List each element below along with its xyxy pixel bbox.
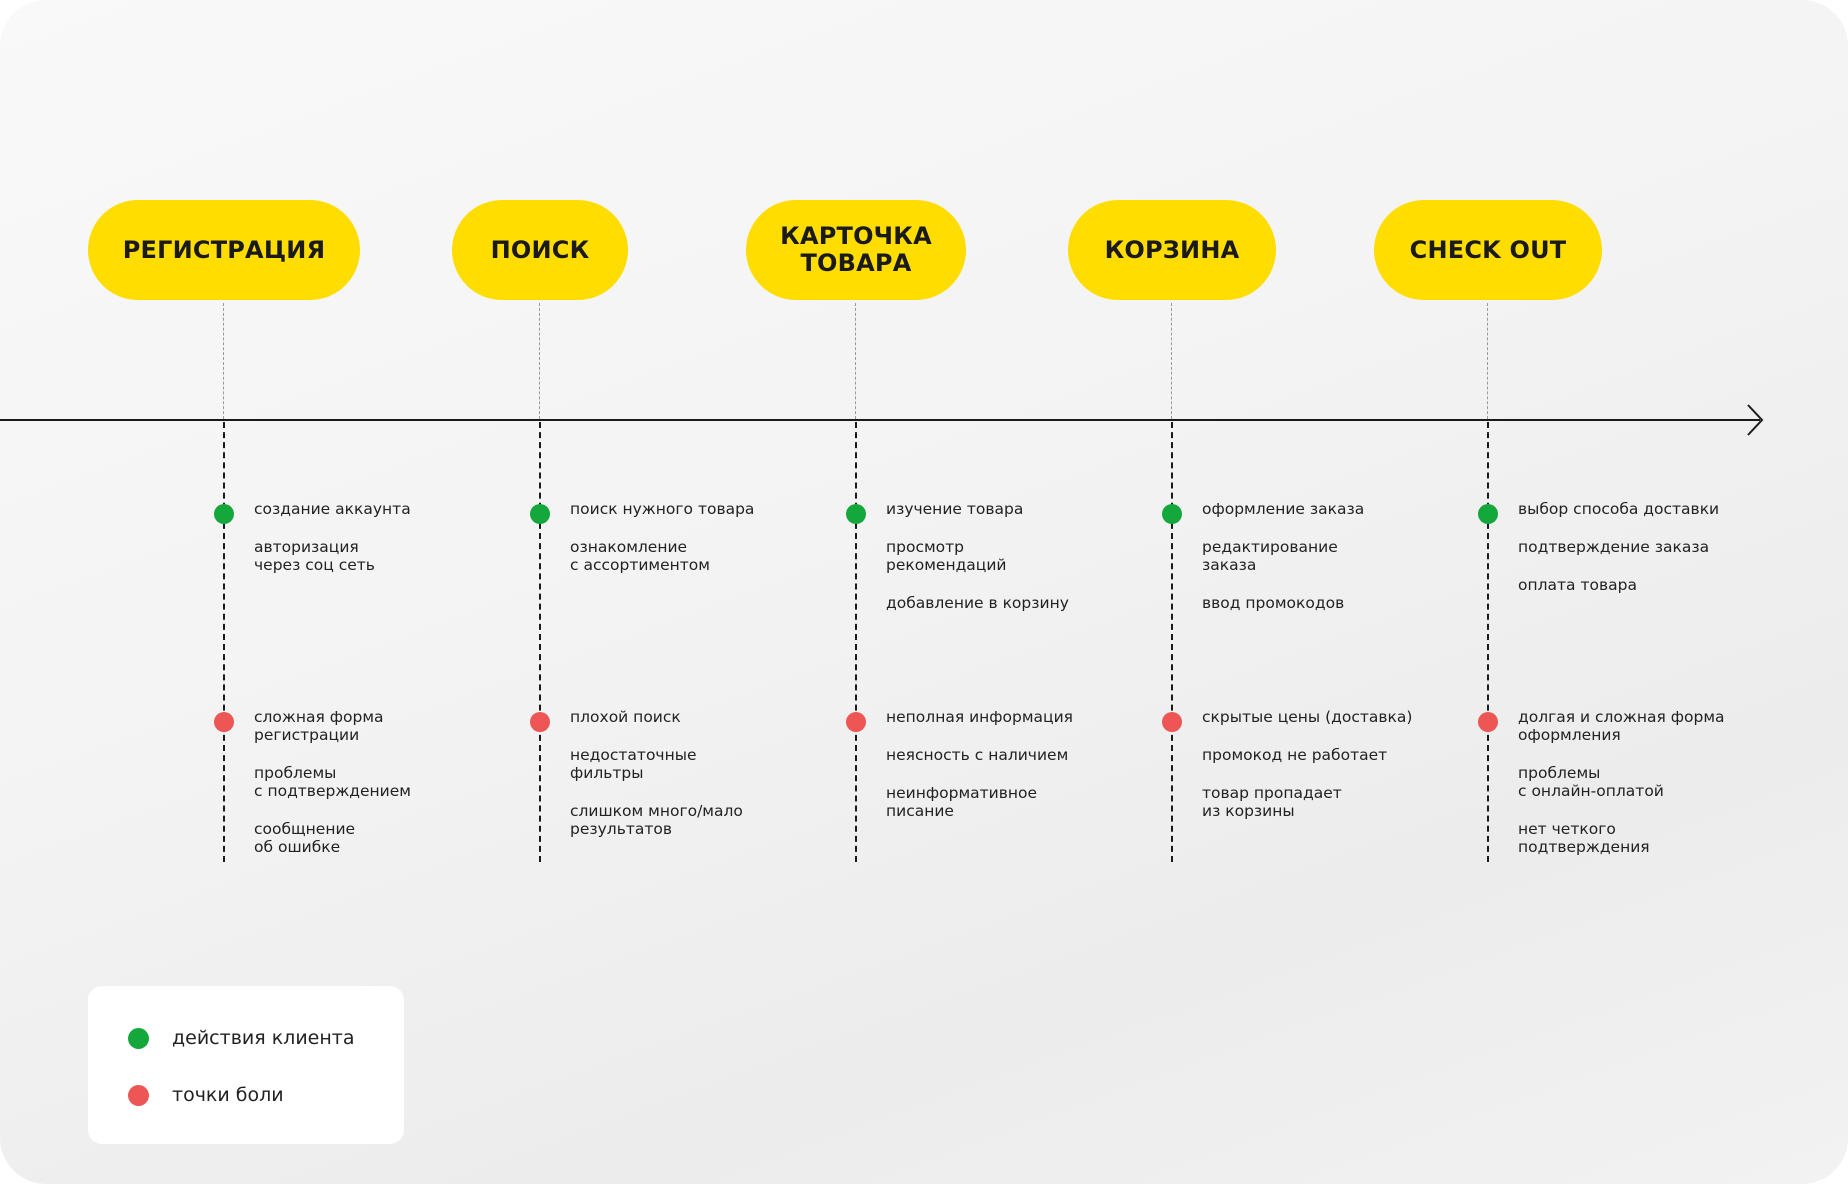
stage-connector [1487,303,1488,419]
action-item: поиск нужного товара [570,500,755,518]
stage-connector [223,303,224,419]
pain-dot [530,712,550,732]
pain-item: сообщнение об ошибке [254,820,356,856]
pain-item: слишком много/мало результатов [570,802,743,838]
pain-dot [1478,712,1498,732]
pain-item: долгая и сложная форма оформления [1518,708,1725,744]
pain-item: недостаточные фильтры [570,746,697,782]
stage-label: CHECK OUT [1409,235,1567,264]
action-item: выбор способа доставки [1518,500,1720,518]
action-dot [214,504,234,524]
stage-line [855,422,857,862]
action-dot [846,504,866,524]
stage-line [223,422,225,862]
action-item: изучение товара [886,500,1024,518]
stage-label: КАРТОЧКА ТОВАРА [780,222,932,277]
action-item: оплата товара [1518,576,1637,594]
action-item: просмотр рекомендаций [886,538,1007,574]
timeline-axis [0,419,1760,421]
action-dot [530,504,550,524]
stage-label: КОРЗИНА [1104,235,1240,264]
stage-connector [855,303,856,419]
stage-line [539,422,541,862]
legend-action-dot [128,1028,149,1049]
pain-item: плохой поиск [570,708,681,726]
stage-line [1171,422,1173,862]
action-item: авторизация через соц сеть [254,538,375,574]
action-dot [1162,504,1182,524]
stage-line [1487,422,1489,862]
stage-pill-checkout: CHECK OUT [1374,200,1602,300]
pain-item: неполная информация [886,708,1073,726]
action-item: ознакомление с ассортиментом [570,538,710,574]
pain-item: скрытые цены (доставка) [1202,708,1413,726]
action-item: ввод промокодов [1202,594,1345,612]
stage-connector [539,303,540,419]
action-item: добавление в корзину [886,594,1069,612]
pain-dot [846,712,866,732]
action-item: подтверждение заказа [1518,538,1710,556]
pain-item: товар пропадает из корзины [1202,784,1342,820]
pain-dot [1162,712,1182,732]
action-item: создание аккаунта [254,500,411,518]
action-dot [1478,504,1498,524]
pain-item: проблемы с подтверждением [254,764,411,800]
action-item: оформление заказа [1202,500,1365,518]
pain-item: нет четкого подтверждения [1518,820,1650,856]
stage-pill-registration: РЕГИСТРАЦИЯ [88,200,360,300]
legend: действия клиента точки боли [88,986,404,1144]
stage-pill-product-card: КАРТОЧКА ТОВАРА [746,200,966,300]
stage-pill-cart: КОРЗИНА [1068,200,1276,300]
legend-action-label: действия клиента [172,1027,355,1049]
legend-pain-dot [128,1085,149,1106]
legend-pain-label: точки боли [172,1084,284,1106]
pain-dot [214,712,234,732]
stage-pill-search: ПОИСК [452,200,628,300]
stage-label: ПОИСК [490,235,590,264]
pain-item: промокод не работает [1202,746,1388,764]
pain-item: проблемы с онлайн-оплатой [1518,764,1664,800]
pain-item: неинформативное писание [886,784,1038,820]
pain-item: неясность с наличием [886,746,1069,764]
stage-label: РЕГИСТРАЦИЯ [122,235,326,264]
stage-connector [1171,303,1172,419]
pain-item: сложная форма регистрации [254,708,384,744]
action-item: редактирование заказа [1202,538,1338,574]
